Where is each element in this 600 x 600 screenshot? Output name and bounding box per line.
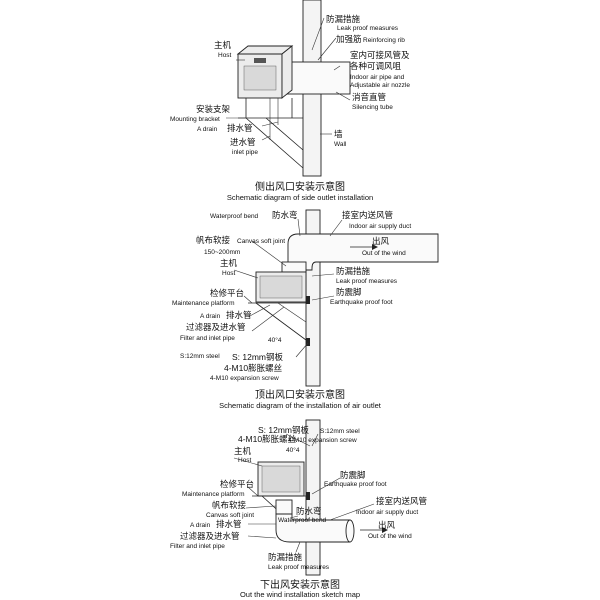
label-wall-en: Wall	[334, 141, 347, 148]
side-caption-cn: 侧出风口安装示意图	[255, 180, 345, 193]
label-reinforcing-en: Reinforcing rib	[363, 37, 405, 44]
label-silencing-en: Silencing tube	[352, 104, 393, 111]
label-screw-cn: 4-M10膨胀螺丝	[238, 434, 297, 444]
label-outwind-en: Out of the wind	[368, 533, 412, 540]
label-indoor-duct-en: Indoor air supply duct	[349, 223, 411, 230]
bottom-caption-cn: 下出风安装示意图	[260, 578, 340, 591]
mounting-bracket	[238, 98, 304, 169]
bottom-caption-en: Out the wind installation sketch map	[240, 590, 360, 599]
label-waterproof-en: Waterproof bend	[278, 517, 327, 524]
label-indoor-pipe-cn-2: 各种可调风咀	[350, 61, 402, 71]
label-quake-cn: 防震脚	[336, 287, 362, 297]
label-leak-proof-cn: 防漏措施	[336, 266, 371, 276]
label-filter-cn: 过滤器及进水管	[186, 322, 246, 332]
label-maint-en: Maintenance platform	[182, 491, 245, 498]
label-screw-en: 4-M10 expansion screw	[210, 375, 279, 382]
label-host-cn: 主机	[220, 258, 238, 268]
air-supply-duct	[287, 233, 439, 271]
label-filter-en: Filter and inlet pipe	[170, 543, 225, 550]
earthquake-foot	[306, 492, 310, 500]
label-silencing-cn: 消音直管	[352, 92, 386, 102]
canvas-soft-joint	[275, 499, 293, 515]
label-filter-cn: 过滤器及进水管	[180, 531, 240, 541]
host-unit	[257, 461, 305, 497]
label-maint-en: Maintenance platform	[172, 300, 235, 307]
unit-badge	[254, 58, 266, 63]
label-quake-en: Earthquake proof foot	[330, 299, 393, 306]
host-unit	[236, 45, 294, 99]
bottom-outlet-diagram: S: 12mm钢板 S:12mm steel 4-M10膨胀螺丝 4-M10 e…	[170, 419, 427, 599]
label-canvas-en: Canvas soft joint	[206, 512, 254, 519]
label-indoor-pipe-en-2: Adjustable air nozzle	[350, 82, 410, 89]
label-indoor-pipe-en-1: Indoor air pipe and	[350, 74, 405, 81]
label-waterproof-en: Waterproof bend	[210, 213, 259, 220]
label-canvas-dim: 150~200mm	[204, 249, 240, 256]
side-outlet-diagram: 防漏措施 Leak proof measures 加强筋 Reinforcing…	[170, 0, 410, 202]
label-indoor-pipe-cn-1: 室内可接风管及	[350, 50, 410, 60]
label-canvas-en: Canvas soft joint	[237, 238, 285, 245]
label-indoor-duct-cn: 接室内送风管	[342, 210, 393, 220]
label-steel-cn: S: 12mm钢板	[232, 352, 284, 362]
label-leak-proof-en: Leak proof measures	[337, 25, 399, 32]
label-filter-en: Filter and inlet pipe	[180, 335, 235, 342]
label-leak-proof-en: Leak proof measures	[336, 278, 398, 285]
top-outlet-diagram: Waterproof bend 防水弯 接室内送风管 Indoor air su…	[172, 209, 439, 410]
canvas-soft-joint	[281, 261, 307, 273]
label-canvas-cn: 帆布软接	[212, 500, 247, 510]
label-host-en: Host	[222, 270, 236, 277]
label-drain-cn: 排水管	[227, 123, 253, 133]
label-angle: 40°4	[268, 336, 282, 344]
label-leak-proof-en: Leak proof measures	[268, 564, 330, 571]
label-outwind-en: Out of the wind	[362, 250, 406, 257]
label-maint-cn: 检修平台	[220, 479, 254, 489]
label-quake-en: Earthquake proof foot	[324, 481, 387, 488]
label-quake-cn: 防震脚	[340, 470, 366, 480]
label-bracket-en: Mounting bracket	[170, 116, 220, 123]
host-unit	[255, 271, 307, 303]
label-steel-en: S:12mm steel	[180, 353, 220, 360]
label-waterproof-cn: 防水弯	[296, 506, 322, 516]
top-caption-cn: 顶出风口安装示意图	[255, 388, 345, 401]
top-caption-en: Schematic diagram of the installation of…	[219, 401, 382, 410]
side-caption-en: Schematic diagram of side outlet install…	[227, 193, 373, 202]
label-reinforcing-cn: 加强筋	[336, 34, 362, 44]
label-drain-cn: 排水管	[216, 519, 242, 529]
label-steel-cn: S: 12mm钢板	[258, 425, 310, 435]
label-inlet-cn: 进水管	[230, 137, 256, 147]
label-steel-en: S:12mm steel	[320, 428, 360, 435]
earthquake-foot	[306, 296, 310, 304]
label-outwind-cn: 出风	[372, 236, 390, 246]
label-host-en: Host	[238, 457, 252, 464]
label-indoor-duct-en: Indoor air supply duct	[356, 509, 418, 516]
label-leak-proof-cn: 防漏措施	[326, 14, 361, 24]
label-indoor-duct-cn: 接室内送风管	[376, 496, 427, 506]
label-canvas-cn: 帆布软接	[196, 235, 231, 245]
mounting-plate	[306, 338, 310, 346]
label-host-cn: 主机	[214, 40, 232, 50]
label-leak-proof-cn: 防漏措施	[268, 552, 303, 562]
label-inlet-en: inlet pipe	[232, 149, 258, 156]
label-maint-cn: 检修平台	[210, 288, 244, 298]
label-screw-cn: 4-M10膨胀螺丝	[224, 363, 283, 373]
platform-brace	[255, 302, 307, 341]
label-angle: 40°4	[286, 446, 300, 454]
label-drain-en: A drain	[197, 126, 218, 133]
label-bracket-cn: 安装支架	[196, 104, 231, 114]
label-drain-en: A drain	[200, 313, 221, 320]
label-waterproof-cn: 防水弯	[272, 210, 298, 220]
label-outwind-cn: 出风	[378, 520, 396, 530]
label-drain-en: A drain	[190, 522, 211, 529]
label-wall-cn: 墙	[334, 129, 343, 139]
label-host-cn: 主机	[234, 446, 252, 456]
label-host-en: Host	[218, 52, 232, 59]
label-drain-cn: 排水管	[226, 310, 252, 320]
label-screw-en: 4-M10 expansion screw	[288, 437, 357, 444]
